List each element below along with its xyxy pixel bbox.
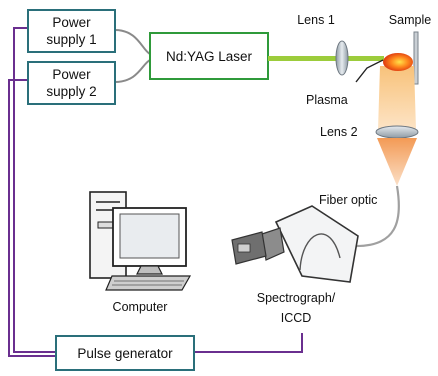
trigger-wires <box>8 27 303 357</box>
computer-label: Computer <box>113 300 168 314</box>
plasma-label: Plasma <box>306 93 348 107</box>
power-supply-1: Power supply 1 <box>27 9 116 53</box>
power-supply-1-label-line1: Power <box>52 15 91 30</box>
power-supply-2: Power supply 2 <box>27 61 116 105</box>
power-supply-2-label-line2: supply 2 <box>46 84 96 99</box>
computer <box>89 191 192 291</box>
focused-light-cone <box>377 138 417 186</box>
laser-label: Nd:YAG Laser <box>166 49 253 64</box>
sample-label: Sample <box>389 13 431 27</box>
lens-2 <box>375 125 419 139</box>
fiber-optic-cable <box>317 185 400 248</box>
power-cables <box>114 29 151 83</box>
lens-1-label: Lens 1 <box>297 13 335 27</box>
spectrograph-label-line2: ICCD <box>281 311 312 325</box>
fiber-optic-label: Fiber optic <box>319 193 377 207</box>
plasma <box>383 53 413 71</box>
pulse-generator-label: Pulse generator <box>77 346 173 361</box>
nd-yag-laser: Nd:YAG Laser <box>149 32 269 80</box>
plasma-emission <box>378 66 416 130</box>
lens-2-label: Lens 2 <box>320 125 358 139</box>
spectrograph-label-line1: Spectrograph/ <box>257 291 336 305</box>
pulse-generator: Pulse generator <box>55 335 195 371</box>
sample <box>413 31 419 85</box>
lens-1 <box>335 40 349 76</box>
power-supply-1-label-line2: supply 1 <box>46 32 96 47</box>
plasma-pointer <box>355 59 384 83</box>
power-supply-2-label-line1: Power <box>52 67 91 82</box>
spectrograph-iccd <box>231 205 359 283</box>
laser-beam <box>268 56 384 61</box>
